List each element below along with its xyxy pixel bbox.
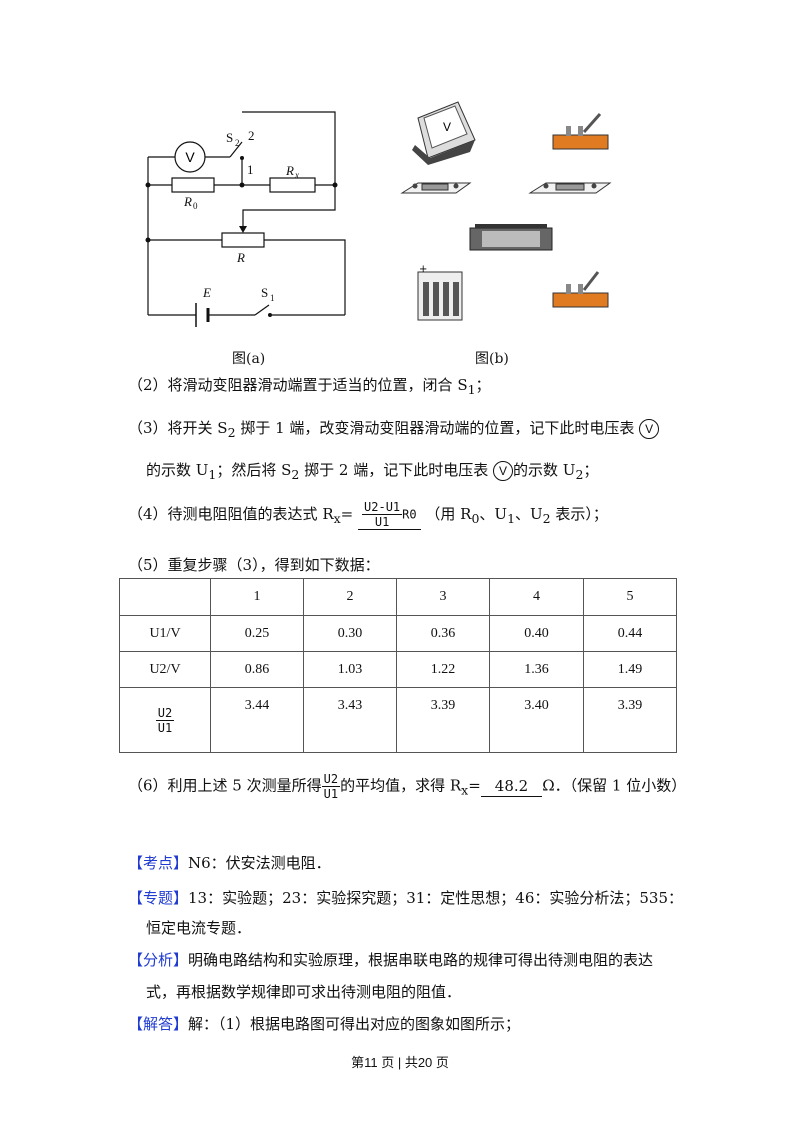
label-s1-sub: 1: [270, 293, 275, 303]
kaodian-tag: 【考点】: [128, 854, 189, 872]
step-4: （4）待测电阻阻值的表达式 Rx= U2-U1 U1 R0 （用 R0、U1、U…: [128, 500, 608, 530]
voltmeter-symbol-icon: V: [639, 419, 660, 439]
fenxi-line-2: 式，再根据数学规律即可求出待测电阻的阻值．: [146, 983, 462, 1001]
fenxi-line-1: 【分析】明确电路结构和实验原理，根据串联电路的规律可得出待测电阻的表达: [128, 951, 654, 969]
page-footer: 第11 页 | 共20 页: [351, 1055, 449, 1070]
label-r0-sub: 0: [193, 201, 198, 211]
switch-icon: [552, 271, 609, 308]
caption-figure-b: 图(b): [475, 351, 509, 367]
label-pos1: 1: [247, 162, 254, 177]
battery-icon: +: [417, 264, 463, 321]
step-3-line-1: （3）将开关 S2 掷于 1 端，改变滑动变阻器滑动端的位置，记下此时电压表 V: [128, 418, 660, 443]
zhuanti-tag: 【专题】: [128, 889, 189, 907]
ratio-fraction: U2 U1: [155, 705, 175, 735]
resistor-board-icon: [528, 182, 612, 194]
kaodian-line: 【考点】N6：伏安法测电阻．: [128, 854, 331, 872]
label-pos2: 2: [248, 128, 255, 143]
resistor-board-icon: [400, 182, 472, 194]
answer-blank: 48.2: [480, 776, 543, 797]
switch-icon: [552, 113, 609, 150]
label-r0: R: [183, 194, 192, 209]
voltmeter-letter: V: [185, 149, 195, 165]
step-5: （5）重复步骤（3），得到如下数据：: [128, 556, 380, 574]
equipment-illustration: V +: [400, 101, 612, 321]
voltmeter-device-icon: V: [412, 101, 476, 165]
zhuanti-line-2: 恒定电流专题．: [146, 919, 252, 937]
label-s1: S: [261, 285, 268, 300]
svg-text:V: V: [443, 120, 451, 134]
step-2: （2）将滑动变阻器滑动端置于适当的位置，闭合 S1；: [128, 376, 491, 397]
label-r: R: [236, 250, 245, 265]
label-rx-sub: x: [294, 170, 299, 180]
zhuanti-line-1: 【专题】13：实验题；23：实验探究题；31：定性思想；46：实验分析法；535…: [128, 889, 683, 907]
rx-fraction: U2-U1 U1: [362, 500, 403, 529]
jieda-line: 【解答】解：（1）根据电路图可得出对应的图象如图所示；: [128, 1015, 521, 1033]
caption-figure-a: 图(a): [232, 351, 266, 367]
voltmeter-symbol-icon: V: [493, 461, 514, 481]
rheostat-icon: [469, 224, 553, 251]
rx-expression: U2-U1 U1 R0: [358, 500, 421, 530]
table-header-row: 1 2 3 4 5: [119, 578, 677, 616]
label-s2-sub: 2: [235, 138, 240, 148]
fenxi-tag: 【分析】: [128, 951, 189, 969]
label-s2: S: [226, 130, 233, 145]
svg-text:+: +: [419, 264, 427, 275]
label-rx: R: [285, 163, 294, 178]
table-row: U2 U1 3.44 3.43 3.39 3.40 3.39: [119, 687, 677, 753]
circuit-diagram: V S 2 2 1 R x R 0 R E S 1: [145, 111, 346, 327]
label-e: E: [202, 285, 211, 300]
jieda-tag: 【解答】: [128, 1015, 189, 1033]
